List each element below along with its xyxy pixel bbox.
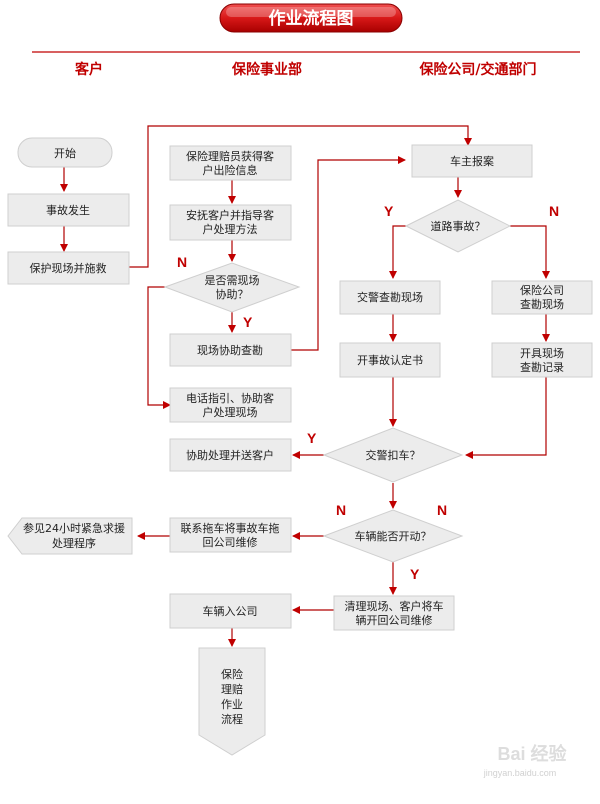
node-emergency-rescue-label-1: 参见24小时紧急求援 [23,521,125,535]
node-phone-label-2: 户处理现场 [203,405,258,419]
node-phone-guidance: 电话指引、协助客 户处理现场 [169,387,292,423]
node-agent-receives-info: 保险理赔员获得客 户出险信息 [169,145,292,181]
node-survey-record-label-2: 查勘记录 [520,360,564,374]
node-emergency-rescue: 参见24小时紧急求援 处理程序 [7,517,133,555]
node-protect-scene-label: 保护现场并施救 [30,261,107,275]
node-insurer-survey: 保险公司 查勘现场 [491,280,593,315]
node-insurer-survey-label-2: 查勘现场 [520,297,564,311]
label-no-road: N [549,203,559,219]
node-tow-label-2: 回公司维修 [203,535,258,549]
node-call-tow-truck: 联系拖车将事故车拖 回公司维修 [169,517,292,553]
node-assist-return-label: 协助处理并送客户 [186,448,274,462]
decision-need-onsite-help: 是否需现场 协助？ [163,262,301,313]
node-vehicle-enters-label: 车辆入公司 [203,604,258,618]
node-agent-info-label-1: 保险理赔员获得客 [186,149,274,163]
label-no-impound: N [336,502,346,518]
decision-impound-label: 交警扣车？ [366,448,421,462]
node-emergency-rescue-label-2: 处理程序 [52,536,96,550]
node-accident-label: 事故发生 [46,203,90,217]
node-start-label: 开始 [54,146,76,160]
node-accident-certificate: 开事故认定书 [339,342,441,378]
node-next-label-2: 理赔 [221,682,243,696]
node-onsite-assist: 现场协助查勘 [169,333,292,367]
node-owner-reports: 车主报案 [411,144,533,178]
node-police-survey: 交警查勘现场 [339,280,441,315]
watermark-brand: Bai 经验 [497,743,567,764]
node-next-label-1: 保险 [221,667,243,681]
node-assist-return-customer: 协助处理并送客户 [169,438,292,472]
node-comfort-label-1: 安抚客户并指导客 [186,208,274,222]
node-insurer-survey-label-1: 保险公司 [520,283,564,297]
node-survey-record: 开具现场 查勘记录 [491,342,593,378]
label-yes-need-help: Y [243,314,253,330]
watermark: Bai 经验 jingyan.baidu.com [483,743,568,778]
node-survey-record-label-1: 开具现场 [520,346,564,360]
node-clean-scene: 清理现场、客户将车 辆开回公司维修 [333,595,455,631]
node-comfort-customer: 安抚客户并指导客 户处理方法 [169,204,292,241]
watermark-url: jingyan.baidu.com [483,768,557,778]
connectors [60,125,550,647]
node-next-label-4: 流程 [221,712,243,726]
node-agent-info-label-2: 户出险信息 [203,163,258,177]
lane-customer: 客户 [74,61,103,78]
decision-road-accident: 道路事故？ [404,199,512,253]
decision-can-start-label: 车辆能否开动？ [355,529,432,543]
node-next-label-3: 作业 [221,698,243,711]
label-no-can-start: N [437,502,447,518]
page-title: 作业流程图 [269,8,354,29]
node-next-claims-process: 保险 理赔 作业 流程 [198,647,266,756]
decision-vehicle-can-start: 车辆能否开动？ [322,509,464,563]
lane-business: 保险事业部 [231,61,302,78]
branch-labels: N Y Y N Y N N Y [177,203,559,582]
node-clean-label-2: 辆开回公司维修 [356,613,433,627]
node-onsite-assist-label: 现场协助查勘 [197,343,263,357]
lane-company: 保险公司/交通部门 [418,61,536,78]
decision-need-help-label-2: 协助？ [216,287,249,301]
node-start: 开始 [17,137,113,168]
node-comfort-label-2: 户处理方法 [203,222,258,236]
node-clean-label-1: 清理现场、客户将车 [345,599,444,613]
decision-police-impound: 交警扣车？ [322,427,464,483]
label-no-need-help: N [177,254,187,270]
node-phone-label-1: 电话指引、协助客 [186,391,274,405]
decision-road-label: 道路事故？ [431,219,486,233]
node-tow-label-1: 联系拖车将事故车拖 [181,521,280,535]
decision-need-help-label-1: 是否需现场 [205,273,260,287]
label-yes-impound: Y [307,430,317,446]
node-accident-cert-label: 开事故认定书 [357,353,423,367]
label-yes-road: Y [384,203,394,219]
node-vehicle-enters-company: 车辆入公司 [169,593,292,629]
node-owner-reports-label: 车主报案 [450,154,494,168]
node-police-survey-label: 交警查勘现场 [357,290,423,304]
title-banner: 作业流程图 [219,3,403,33]
label-yes-can-start: Y [410,566,420,582]
node-accident: 事故发生 [7,193,130,227]
node-protect-scene: 保护现场并施救 [7,251,130,285]
